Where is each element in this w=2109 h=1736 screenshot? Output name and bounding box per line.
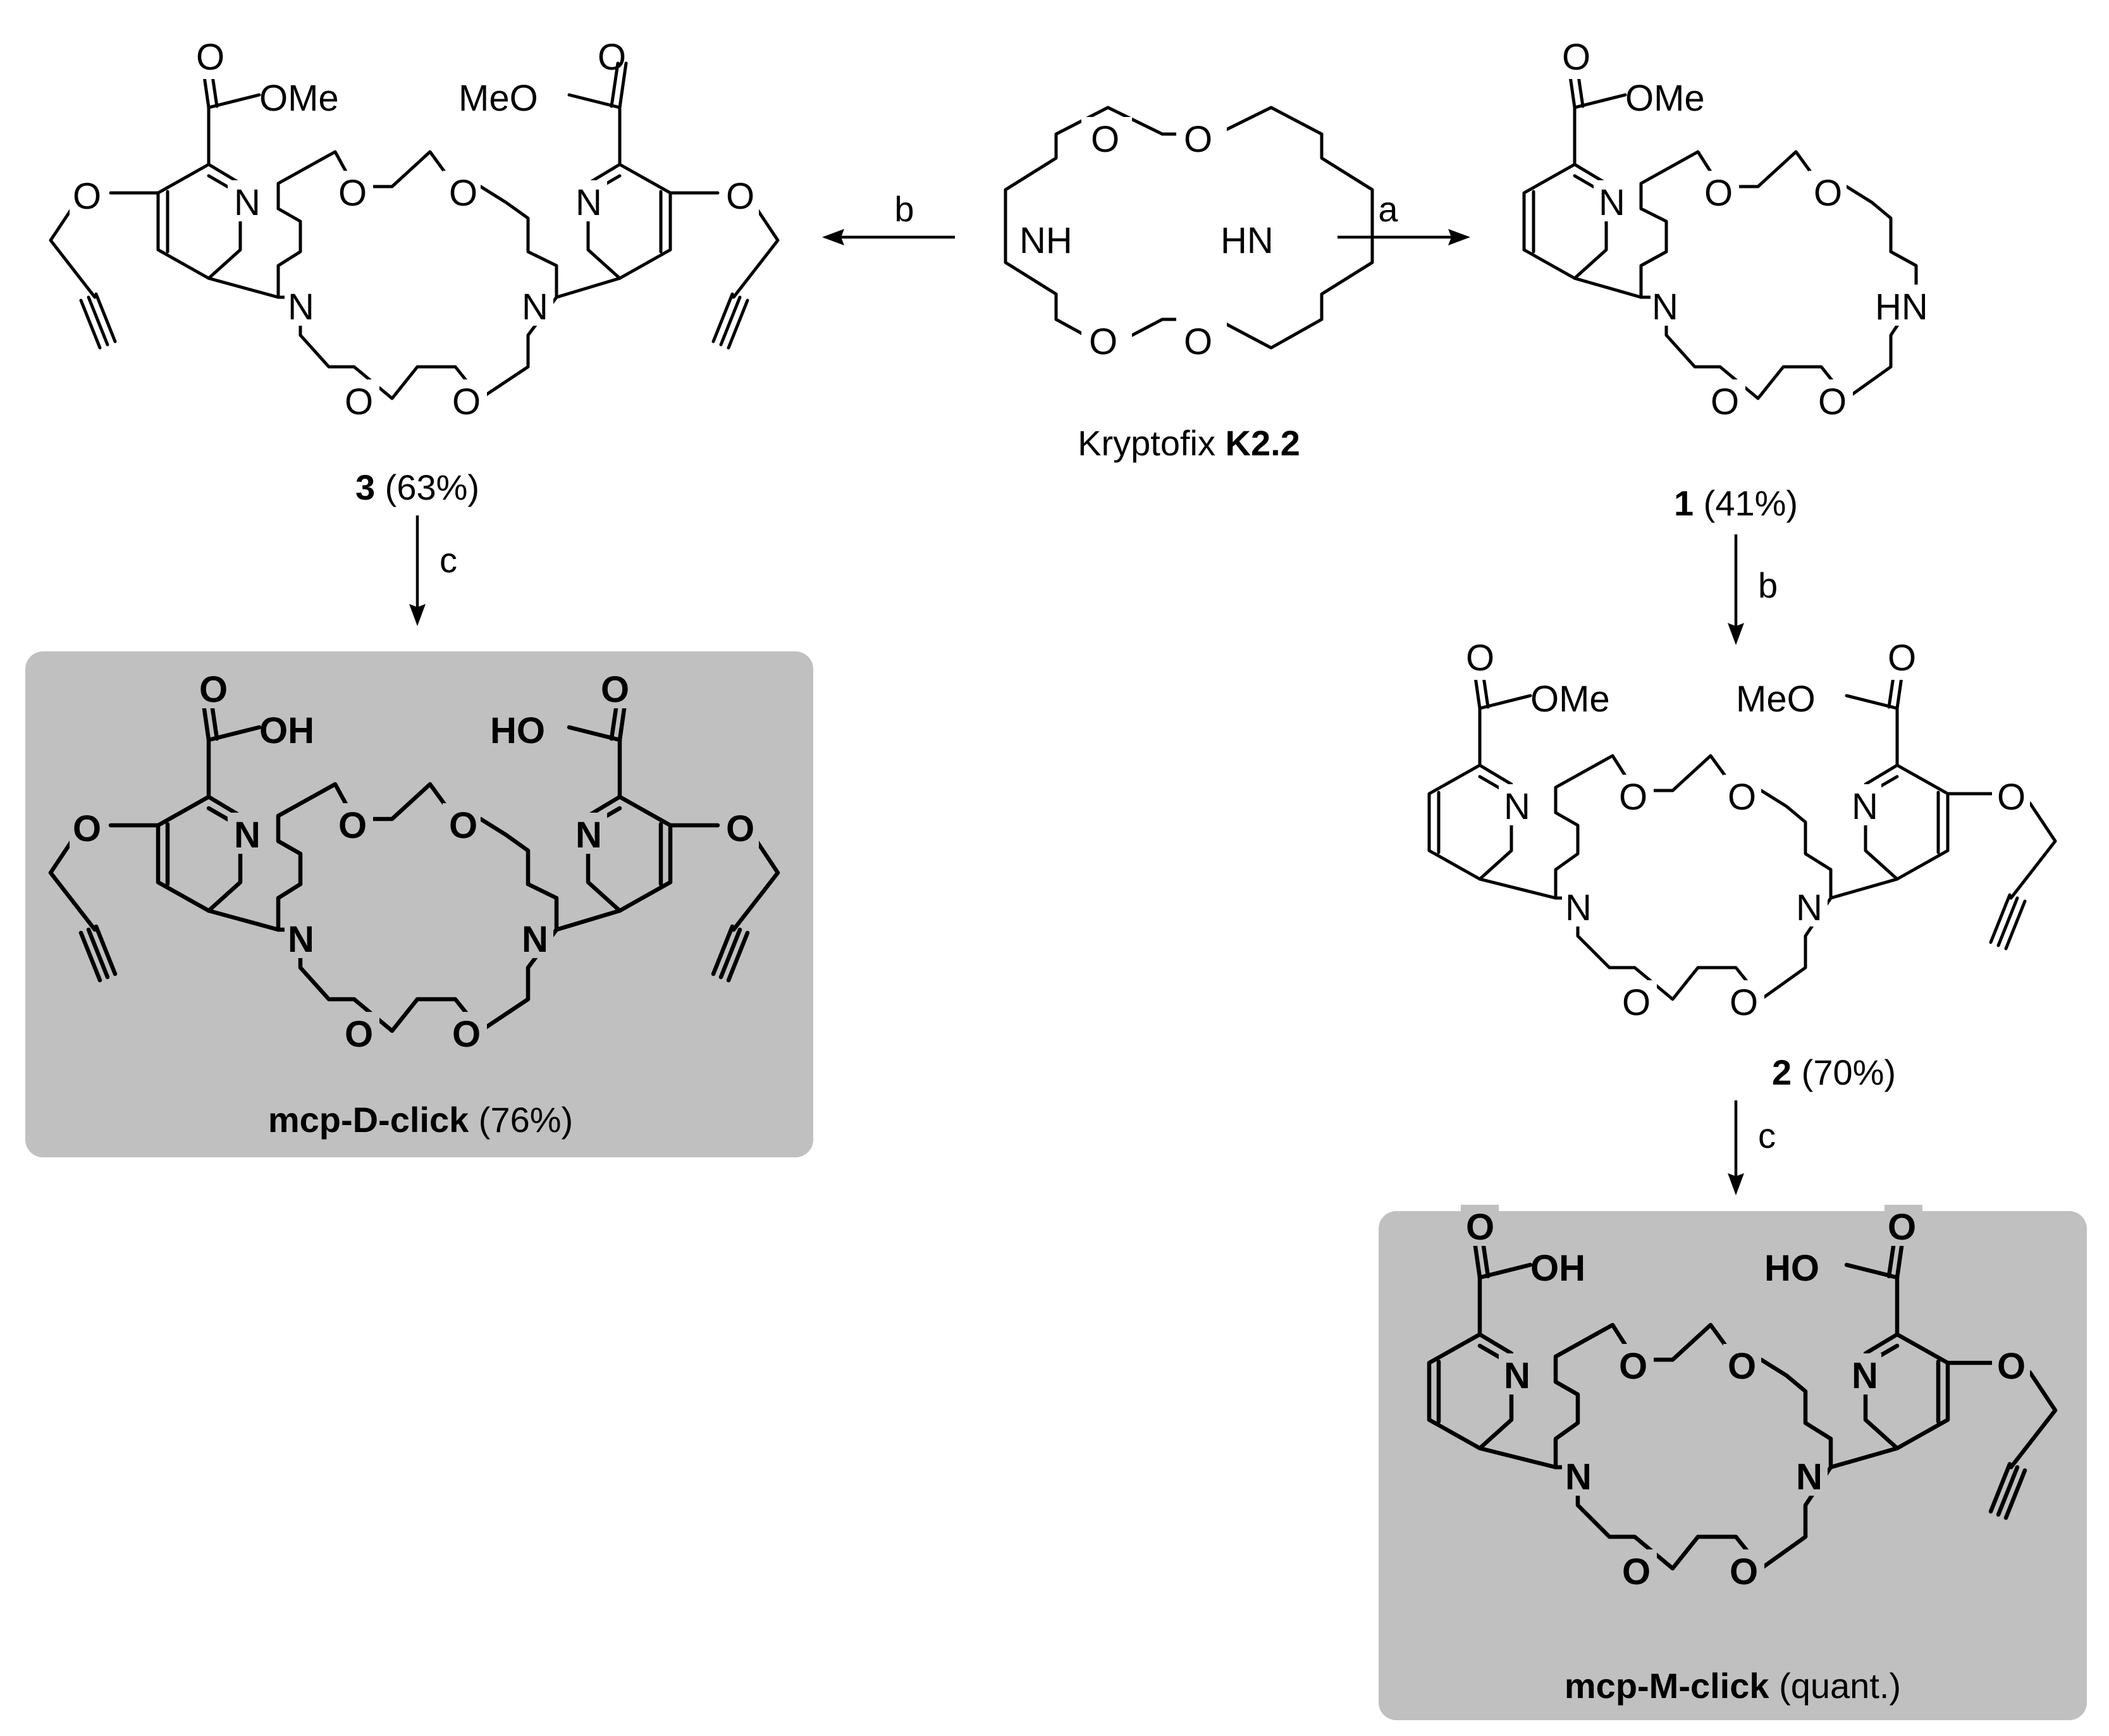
arrow-c-right xyxy=(1728,1100,1744,1195)
c2-pyridine-n-left: N xyxy=(1504,786,1530,827)
mcpd-crown-o1: O xyxy=(338,805,367,846)
c1-crown-o3: O xyxy=(1711,381,1739,422)
k22-atom-labels: O O NH HN O O xyxy=(1015,117,1284,362)
arrow-b-right-label: b xyxy=(1758,565,1778,605)
compound-1-atom-labels: O OMe N O O N HN O O xyxy=(1556,37,1935,422)
mcpd-ho-right: HO xyxy=(490,710,545,751)
c1-crown-o1: O xyxy=(1704,173,1733,214)
arrow-c-left xyxy=(409,515,426,626)
arrow-a xyxy=(1337,229,1470,245)
c2-crown-o1: O xyxy=(1619,777,1647,818)
compound-2-atom-labels: O OMe O MeO N N O O O N N O O xyxy=(1461,637,2030,1023)
mcpm-ether-o: O xyxy=(1997,1346,2026,1387)
c2-pyridine-n-right: N xyxy=(1852,786,1878,827)
mcp-d-click-atom-labels: O OH O HO N N O O O O N N O O xyxy=(70,667,759,1055)
mcpm-crown-o1: O xyxy=(1619,1346,1647,1387)
compound-3-atom-labels: O OMe O MeO N N O O O O N N O O xyxy=(70,37,759,422)
mcpm-pyridine-n-right: N xyxy=(1852,1355,1878,1396)
c1-crown-n: N xyxy=(1652,286,1678,328)
mcpd-carbonyl-o-left: O xyxy=(199,669,228,710)
mcp-d-click-label: mcp-D-click (76%) xyxy=(268,1100,573,1140)
c2-carbonyl-o-right: O xyxy=(1888,637,1916,679)
c2-crown-o3: O xyxy=(1622,982,1651,1023)
c3-ome-left: OMe xyxy=(259,78,339,119)
compound-1-structure xyxy=(1522,61,1918,400)
k22-o4: O xyxy=(1184,321,1212,362)
mcpm-crown-n-left: N xyxy=(1565,1456,1592,1498)
arrow-c-left-label: c xyxy=(440,540,457,580)
c3-crown-n-right: N xyxy=(522,286,548,328)
mcpm-crown-o3: O xyxy=(1622,1551,1651,1592)
arrow-b-left xyxy=(822,229,955,245)
mcpm-carbonyl-o-left: O xyxy=(1466,1207,1494,1248)
mcpm-pyridine-n-left: N xyxy=(1504,1355,1530,1396)
arrow-b-right xyxy=(1728,534,1744,645)
k22-o2: O xyxy=(1184,119,1212,160)
mcpm-crown-o4: O xyxy=(1730,1551,1758,1592)
c3-carbonyl-o-left: O xyxy=(196,37,224,78)
mcpd-crown-o3: O xyxy=(345,1014,373,1055)
k22-nh: NH xyxy=(1019,220,1073,261)
mcp-m-click-atom-labels: O OH O HO N N O O O N N O O xyxy=(1461,1205,2030,1592)
c1-crown-o4: O xyxy=(1818,381,1847,422)
mcpm-crown-o2: O xyxy=(1728,1346,1756,1387)
c1-crown-o2: O xyxy=(1814,173,1842,214)
mcpd-carbonyl-o-right: O xyxy=(601,669,629,710)
mcpd-ether-o-left: O xyxy=(73,808,101,849)
compound-1-label: 1 (41%) xyxy=(1674,483,1798,523)
c2-crown-o4: O xyxy=(1730,982,1758,1023)
c3-crown-o4: O xyxy=(452,381,481,422)
c3-ether-o-left: O xyxy=(73,176,101,217)
k22-o1: O xyxy=(1091,119,1119,160)
arrow-a-label: a xyxy=(1378,189,1398,229)
c2-ome-left: OMe xyxy=(1530,679,1610,720)
c3-crown-o3: O xyxy=(345,381,373,422)
c1-ome: OMe xyxy=(1625,78,1705,119)
mcpd-crown-o2: O xyxy=(449,805,477,846)
c3-crown-o2: O xyxy=(449,173,477,214)
mcpd-pyridine-n-left: N xyxy=(234,815,261,856)
c1-pyridine-n: N xyxy=(1599,182,1625,223)
compound-3-structure xyxy=(49,61,780,400)
mcpd-crown-o4: O xyxy=(452,1014,481,1055)
mcpd-crown-n-left: N xyxy=(288,919,314,960)
k22-hn: HN xyxy=(1221,220,1274,261)
arrow-b-left-label: b xyxy=(894,189,914,229)
mcpm-ho-right: HO xyxy=(1764,1248,1819,1289)
mcpm-oh-left: OH xyxy=(1530,1248,1585,1289)
k22-o3: O xyxy=(1089,321,1117,362)
mcp-m-click-highlight-box xyxy=(1379,1211,2087,1720)
c2-carbonyl-o-left: O xyxy=(1466,637,1494,679)
compound-3-label: 3 (63%) xyxy=(355,467,479,507)
c3-crown-o1: O xyxy=(338,173,367,214)
kryptofix-label: Kryptofix K2.2 xyxy=(1078,423,1300,463)
mcpd-pyridine-n-right: N xyxy=(575,815,602,856)
c3-pyridine-n-left: N xyxy=(234,182,261,223)
compound-2-label: 2 (70%) xyxy=(1772,1052,1896,1092)
c3-meo-right: MeO xyxy=(458,78,538,119)
mcpd-crown-n-right: N xyxy=(522,919,548,960)
c3-ether-o-right: O xyxy=(726,176,754,217)
c2-meo-right: MeO xyxy=(1736,679,1816,720)
c3-crown-n-left: N xyxy=(288,286,314,328)
mcpd-ether-o-right: O xyxy=(726,808,754,849)
c2-ether-o: O xyxy=(1997,777,2026,818)
c1-crown-hn: HN xyxy=(1875,286,1928,328)
c2-crown-n-right: N xyxy=(1796,887,1823,928)
c2-crown-n-left: N xyxy=(1565,887,1592,928)
mcp-m-click-label: mcp-M-click (quant.) xyxy=(1565,1666,1901,1706)
c1-carbonyl-o: O xyxy=(1562,37,1590,78)
mcp-d-click-highlight-box xyxy=(25,651,813,1157)
c3-pyridine-n-right: N xyxy=(575,182,602,223)
mcpm-carbonyl-o-right: O xyxy=(1888,1207,1916,1248)
mcpm-crown-n-right: N xyxy=(1796,1456,1823,1498)
c2-crown-o2: O xyxy=(1728,777,1756,818)
c3-carbonyl-o-right: O xyxy=(598,37,626,78)
mcpd-oh-left: OH xyxy=(259,710,314,751)
arrow-c-right-label: c xyxy=(1758,1116,1776,1155)
